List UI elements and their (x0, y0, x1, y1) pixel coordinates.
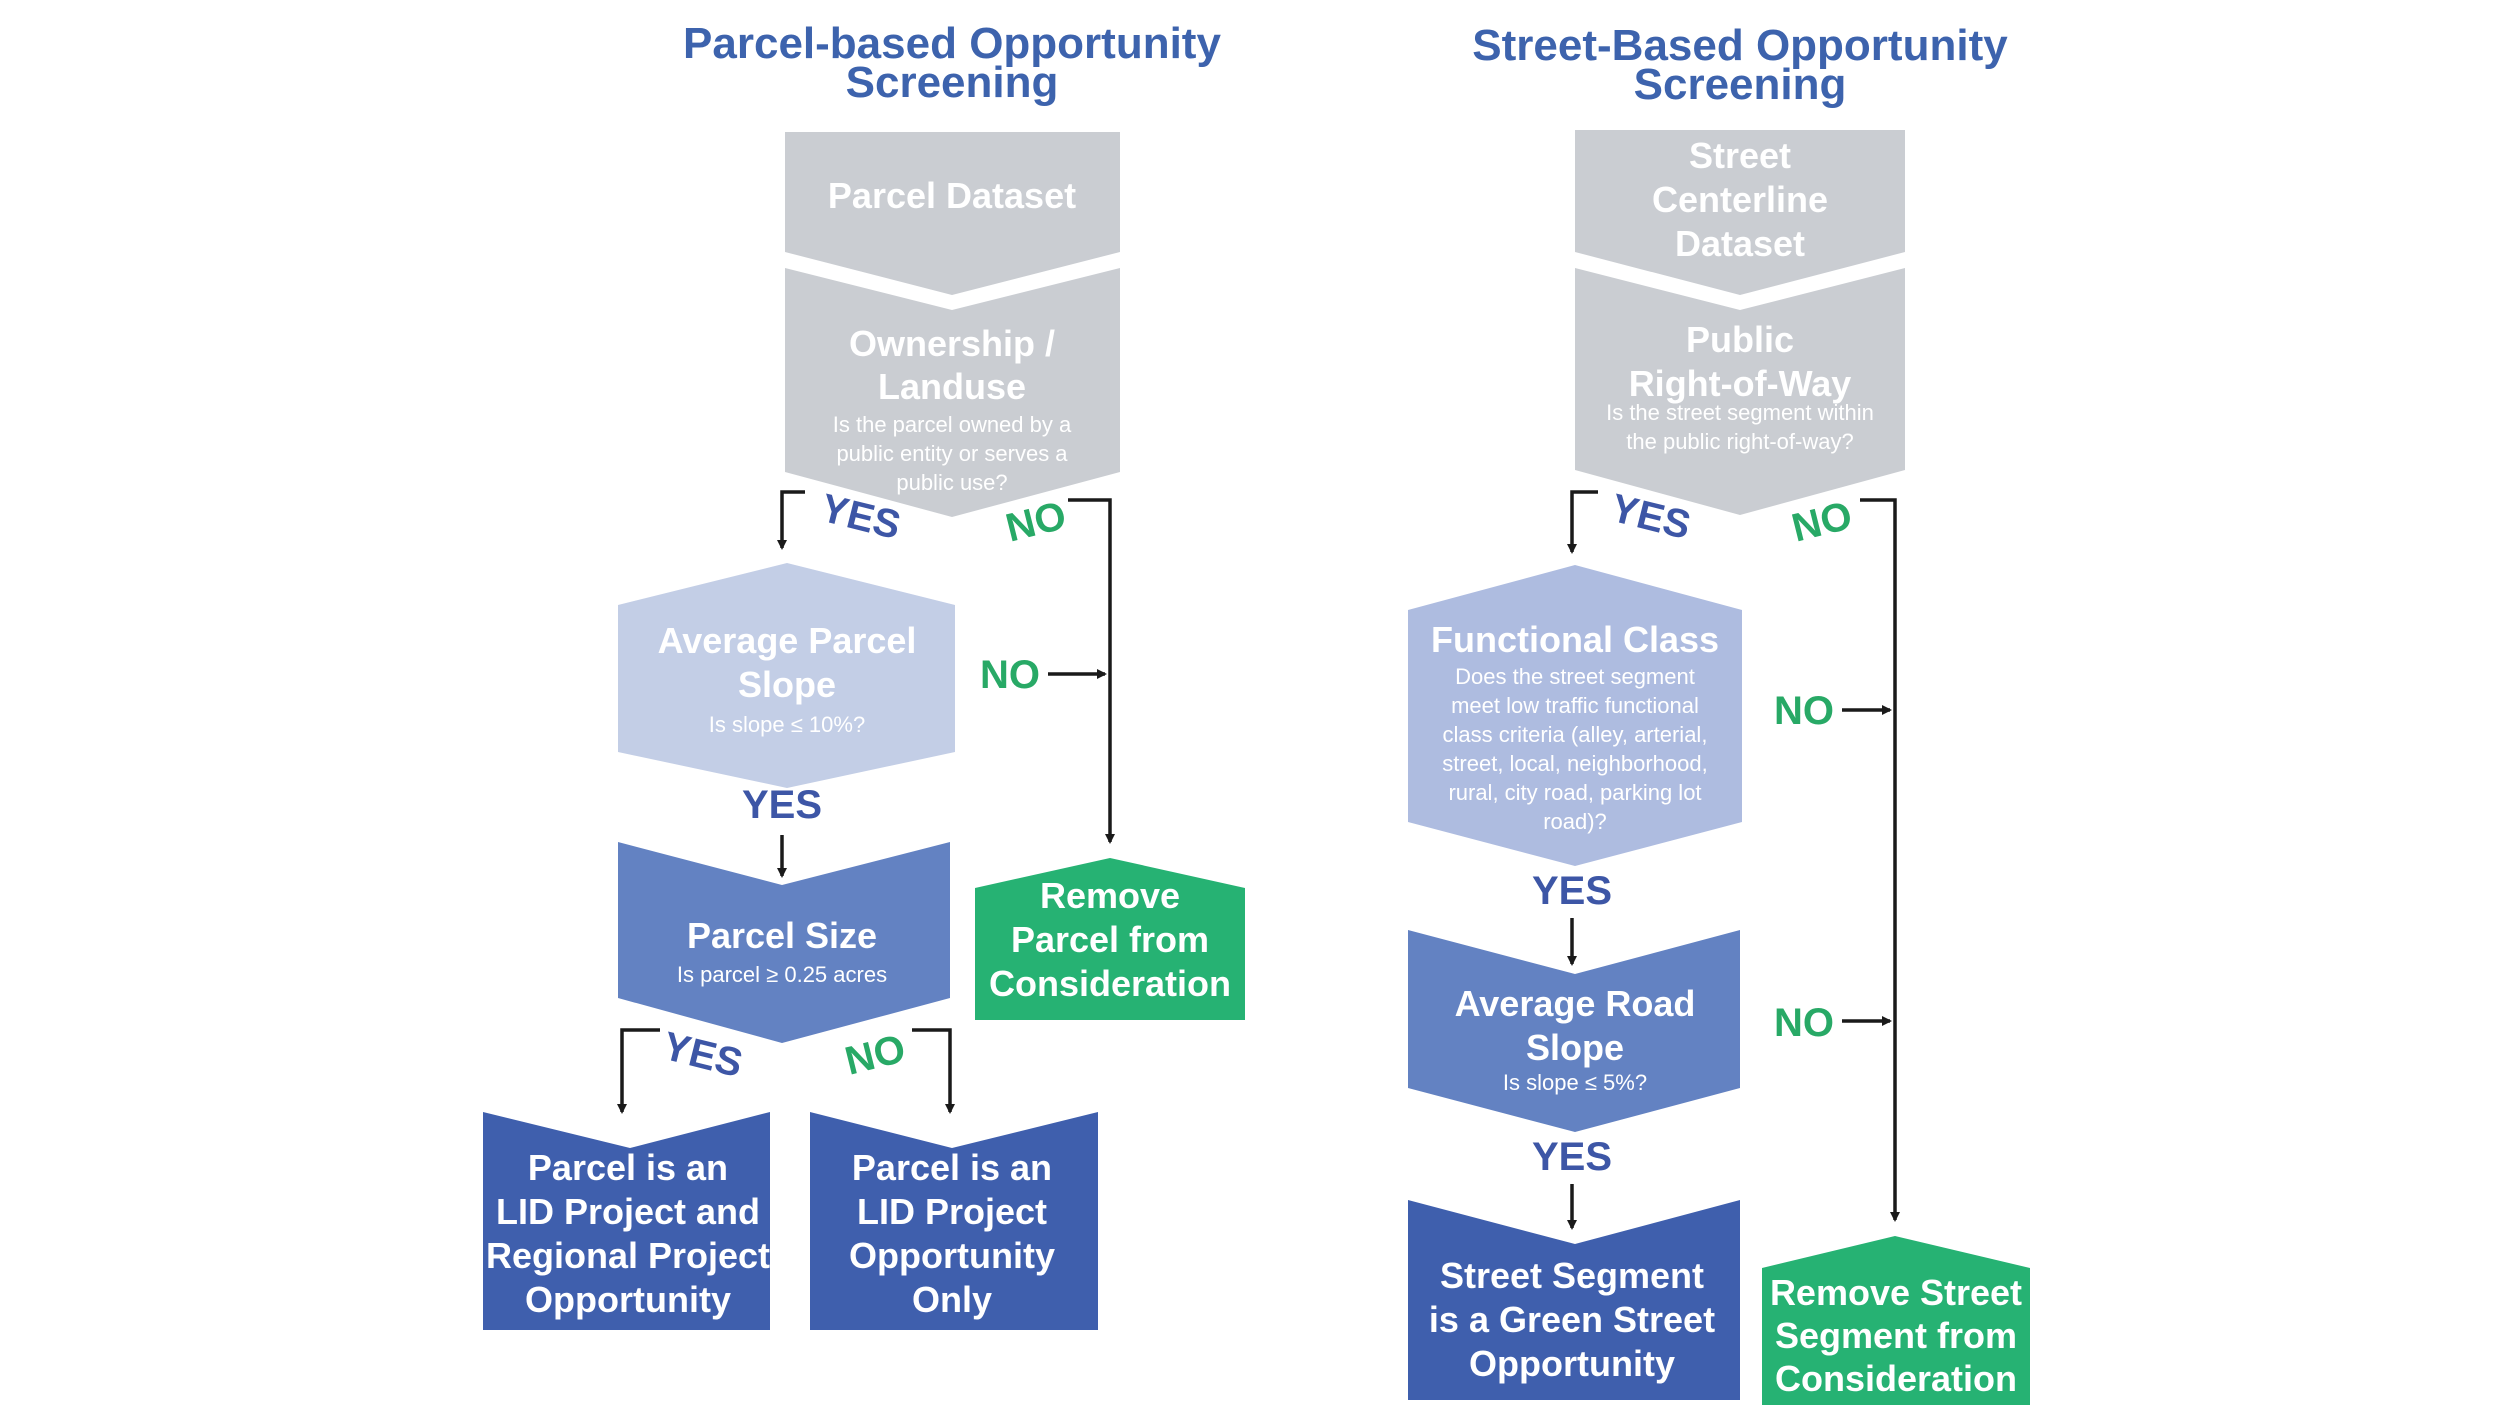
outcome-regional-line-1: Parcel is an (528, 1147, 728, 1188)
ownership-no-arrow (1068, 498, 1115, 844)
remove-parcel-line-3: Consideration (989, 963, 1231, 1004)
remove-parcel-line-1: Remove (1040, 875, 1180, 916)
outcome-regional-line-4: Opportunity (525, 1279, 731, 1320)
street-dataset-node (1575, 130, 1905, 295)
ownership-question-line-1: Is the parcel owned by a (833, 412, 1072, 437)
functional-question-line-3: class criteria (alley, arterial, (1443, 722, 1708, 747)
street-title-line-2: Screening (1634, 60, 1847, 109)
parcel-dataset-node (785, 132, 1120, 295)
functional-no-label: NO (1774, 689, 1834, 733)
remove-parcel-node (975, 858, 1245, 1020)
road-slope-title-line-1: Average Road (1455, 983, 1696, 1024)
parcel-slope-yes-label: YES (742, 783, 822, 827)
parcel-size-question: Is parcel ≥ 0.25 acres (677, 962, 887, 987)
parcel-size-title: Parcel Size (687, 915, 877, 956)
ownership-title-line-2: Landuse (878, 366, 1026, 407)
row-question-line-1: Is the street segment within (1606, 400, 1874, 425)
functional-question-line-6: road)? (1543, 809, 1607, 834)
functional-question-line-1: Does the street segment (1455, 664, 1695, 689)
green-street-line-3: Opportunity (1469, 1343, 1675, 1384)
road-slope-node (1408, 930, 1740, 1132)
ownership-yes-arrow (777, 490, 805, 550)
parcel-slope-question: Is slope ≤ 10%? (709, 712, 865, 737)
outcome-lid-line-4: Only (912, 1279, 992, 1320)
functional-yes-label: YES (1532, 869, 1612, 913)
functional-class-title: Functional Class (1431, 619, 1719, 660)
remove-street-line-3: Consideration (1775, 1358, 2017, 1399)
parcel-dataset-label: Parcel Dataset (828, 175, 1076, 216)
functional-class-node (1408, 565, 1742, 866)
parcel-slope-no-label: NO (980, 653, 1040, 697)
green-street-line-1: Street Segment (1440, 1255, 1704, 1296)
outcome-lid-only-node (810, 1112, 1098, 1330)
row-question-line-2: the public right-of-way? (1626, 429, 1853, 454)
outcome-regional-line-3: Regional Project (486, 1235, 770, 1276)
parcel-size-node (618, 842, 950, 1043)
outcome-lid-line-2: LID Project (857, 1191, 1047, 1232)
parcel-title-line-1: Parcel-based Opportunity (683, 19, 1221, 68)
ownership-landuse-node (785, 268, 1120, 517)
outcome-regional-line-2: LID Project and (496, 1191, 760, 1232)
street-dataset-line-2: Centerline (1652, 179, 1828, 220)
green-street-outcome-node (1408, 1200, 1740, 1400)
row-no-arrow (1860, 498, 1900, 1222)
remove-street-node (1762, 1236, 2030, 1405)
parcel-size-no-arrow (912, 1028, 955, 1114)
parcel-slope-title-line-1: Average Parcel (658, 620, 917, 661)
street-dataset-line-1: Street (1689, 135, 1791, 176)
ownership-question-line-2: public entity or serves a (836, 441, 1068, 466)
remove-street-line-1: Remove Street (1770, 1272, 2022, 1313)
parcel-screening-flow: Parcel-based Opportunity Screening Parce… (483, 19, 1245, 1330)
functional-question-line-4: street, local, neighborhood, (1442, 751, 1707, 776)
green-street-line-2: is a Green Street (1429, 1299, 1715, 1340)
parcel-size-no-label: NO (841, 1026, 910, 1083)
parcel-size-yes-arrow (617, 1028, 660, 1114)
ownership-no-label: NO (1002, 493, 1071, 550)
parcel-title-line-2: Screening (846, 58, 1059, 107)
functional-question-line-5: rural, city road, parking lot (1448, 780, 1701, 805)
parcel-slope-node (618, 563, 955, 788)
road-slope-no-label: NO (1774, 1001, 1834, 1045)
parcel-slope-title-line-2: Slope (738, 664, 836, 705)
remove-parcel-line-2: Parcel from (1011, 919, 1209, 960)
functional-question-line-2: meet low traffic functional (1451, 693, 1699, 718)
row-title-line-2: Right-of-Way (1629, 363, 1852, 404)
row-no-label: NO (1788, 493, 1857, 550)
outcome-regional-node (483, 1112, 770, 1330)
ownership-question-line-3: public use? (896, 470, 1007, 495)
remove-street-line-2: Segment from (1775, 1315, 2017, 1356)
street-dataset-line-3: Dataset (1675, 223, 1805, 264)
row-yes-arrow (1567, 490, 1598, 554)
street-title-line-1: Street-Based Opportunity (1472, 21, 2008, 70)
ownership-title-line-1: Ownership / (849, 323, 1055, 364)
road-slope-yes-label: YES (1532, 1135, 1612, 1179)
outcome-lid-line-3: Opportunity (849, 1235, 1055, 1276)
outcome-lid-line-1: Parcel is an (852, 1147, 1052, 1188)
row-title-line-1: Public (1686, 319, 1794, 360)
road-slope-question: Is slope ≤ 5%? (1503, 1070, 1647, 1095)
street-screening-flow: Street-Based Opportunity Screening Stree… (1408, 21, 2030, 1405)
public-right-of-way-node (1575, 268, 1905, 515)
parcel-size-yes-label: YES (659, 1024, 747, 1086)
road-slope-title-line-2: Slope (1526, 1027, 1624, 1068)
